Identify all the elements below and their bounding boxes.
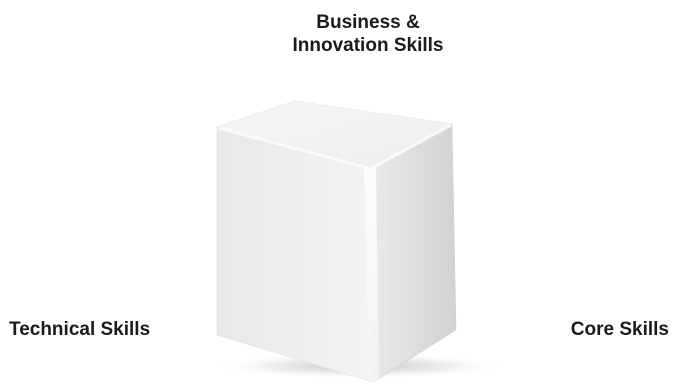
cube-top-left-edge-highlight xyxy=(217,126,370,170)
cube-left-face xyxy=(216,126,374,383)
business-innovation-label-line2: Innovation Skills xyxy=(292,35,444,56)
business-innovation-skills-label: Business & Innovation Skills xyxy=(248,11,488,57)
business-innovation-label-line1: Business & xyxy=(316,12,420,33)
technical-skills-label: Technical Skills xyxy=(9,319,151,340)
cube-front-edge-highlight xyxy=(364,165,379,383)
cube-top-right-edge-highlight xyxy=(371,123,452,170)
core-skills-label: Core Skills xyxy=(570,319,669,340)
